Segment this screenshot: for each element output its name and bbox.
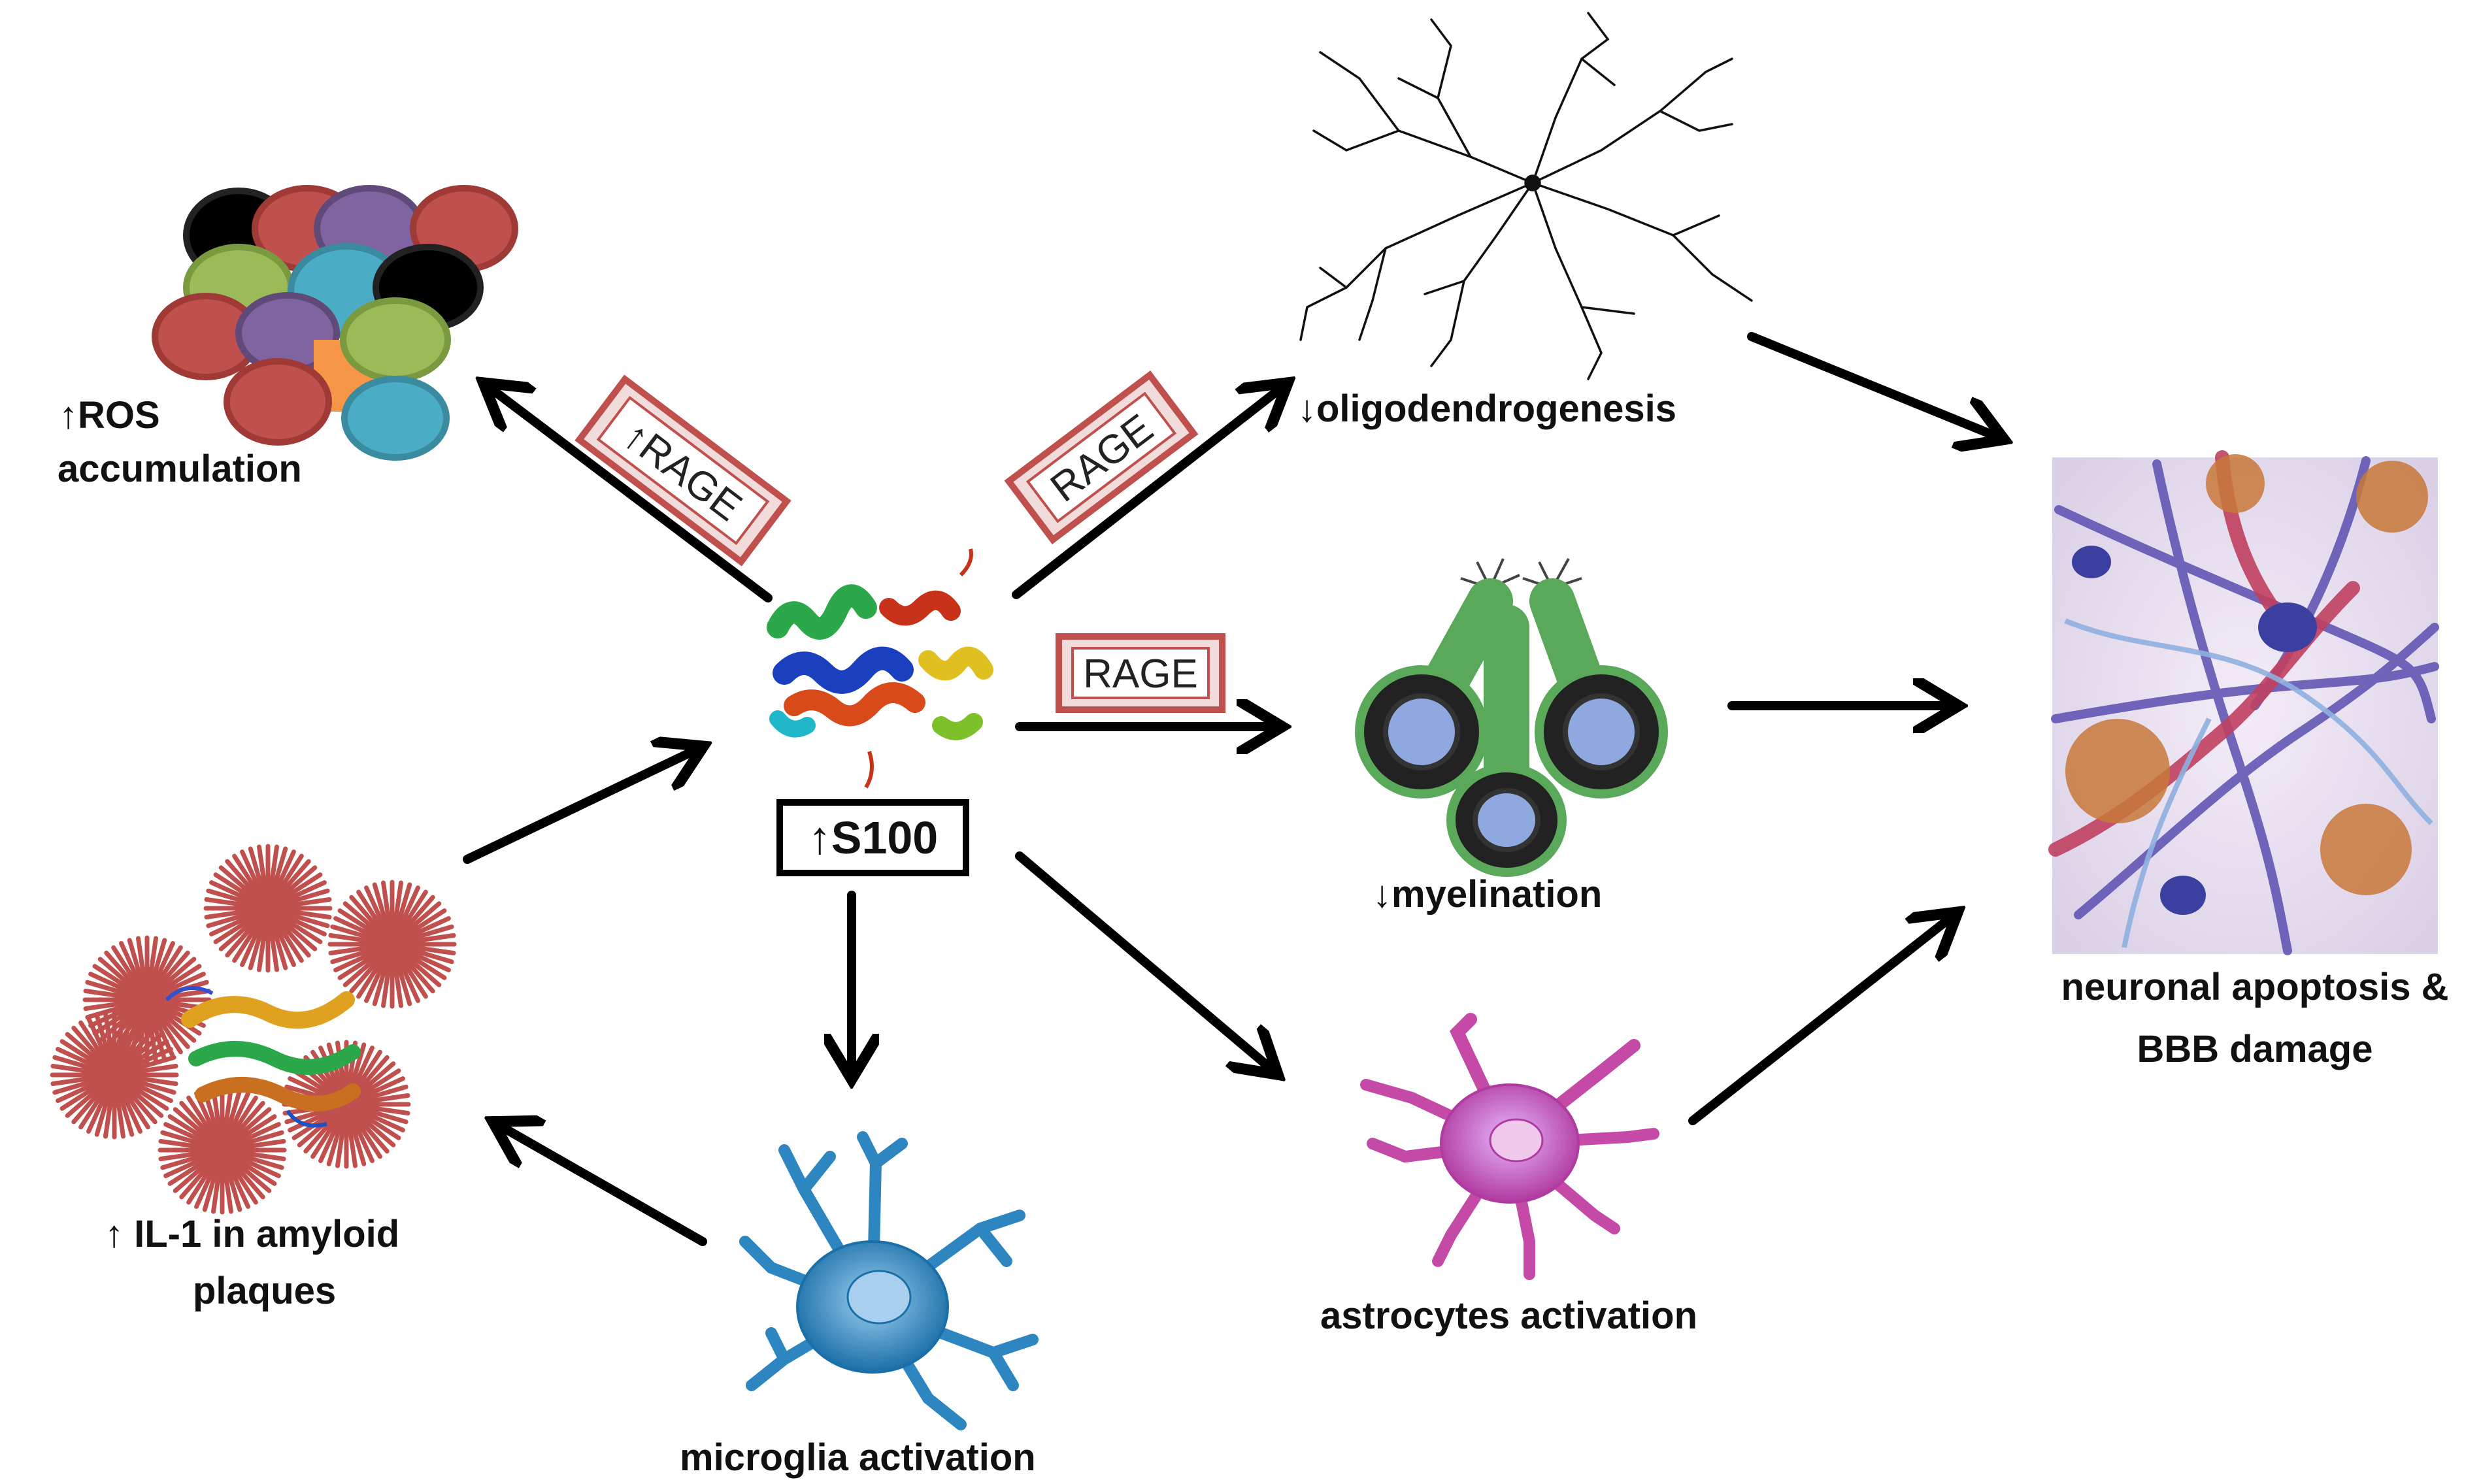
- oligodendrocyte-icon: [1299, 12, 1753, 380]
- ros-label-line1: ↑ROS: [59, 394, 160, 437]
- arrow-oligodendrogenesis-to-neuronal: [1747, 332, 2000, 438]
- amyloid-plaques-icon: [50, 844, 457, 1215]
- arrow-s100-to-astrocytes: [1015, 851, 1274, 1072]
- microglia-icon: [739, 1131, 1039, 1430]
- amyloid-plaque: [203, 844, 333, 973]
- astrocyte-icon: [1360, 1013, 1659, 1280]
- arrow-astrocytes-to-neuronal: [1688, 915, 1954, 1125]
- amyloid-plaque: [158, 1085, 287, 1215]
- astrocytes-label: astrocytes activation: [1320, 1294, 1697, 1337]
- ros-label-line2: accumulation: [58, 448, 302, 490]
- rage-box-myelin: RAGE: [1056, 633, 1225, 713]
- amyloid-plaque: [282, 1040, 411, 1169]
- s100-label: ↑S100: [808, 812, 938, 863]
- oligodendrogenesis-label: ↓oligodendrogenesis: [1297, 387, 1676, 430]
- arrow-microglia-to-il1: [497, 1124, 707, 1246]
- neuronal-label-line1: neuronal apoptosis &: [2061, 966, 2449, 1008]
- arrow-s100-to-oligodendrogenesis: [1012, 386, 1284, 599]
- myelination-label: ↓myelination: [1373, 873, 1602, 915]
- neuronal-label-line2: BBB damage: [2137, 1028, 2373, 1070]
- il1-protein-icon: [165, 986, 361, 1128]
- s100-protein-icon: [767, 548, 993, 789]
- ros-cells-icon: [152, 185, 518, 461]
- microglia-label: microglia activation: [680, 1436, 1036, 1479]
- neuron-network-icon: [2048, 450, 2439, 955]
- amyloid-plaque: [327, 880, 457, 1009]
- amyloid-plaque: [50, 1010, 179, 1140]
- rage-label-myelin: RAGE: [1083, 651, 1198, 697]
- il1-label-line1: ↑ IL-1 in amyloid: [105, 1213, 399, 1255]
- arrow-s100-to-ros: [487, 386, 773, 602]
- rage-box-oligo: RAGE: [1004, 371, 1199, 544]
- arrow-il1-to-s100: [463, 748, 699, 864]
- myelinated-axon-icon: [1355, 558, 1668, 877]
- s100-label-box: ↑S100: [776, 799, 969, 876]
- il1-label-line2: plaques: [193, 1270, 336, 1312]
